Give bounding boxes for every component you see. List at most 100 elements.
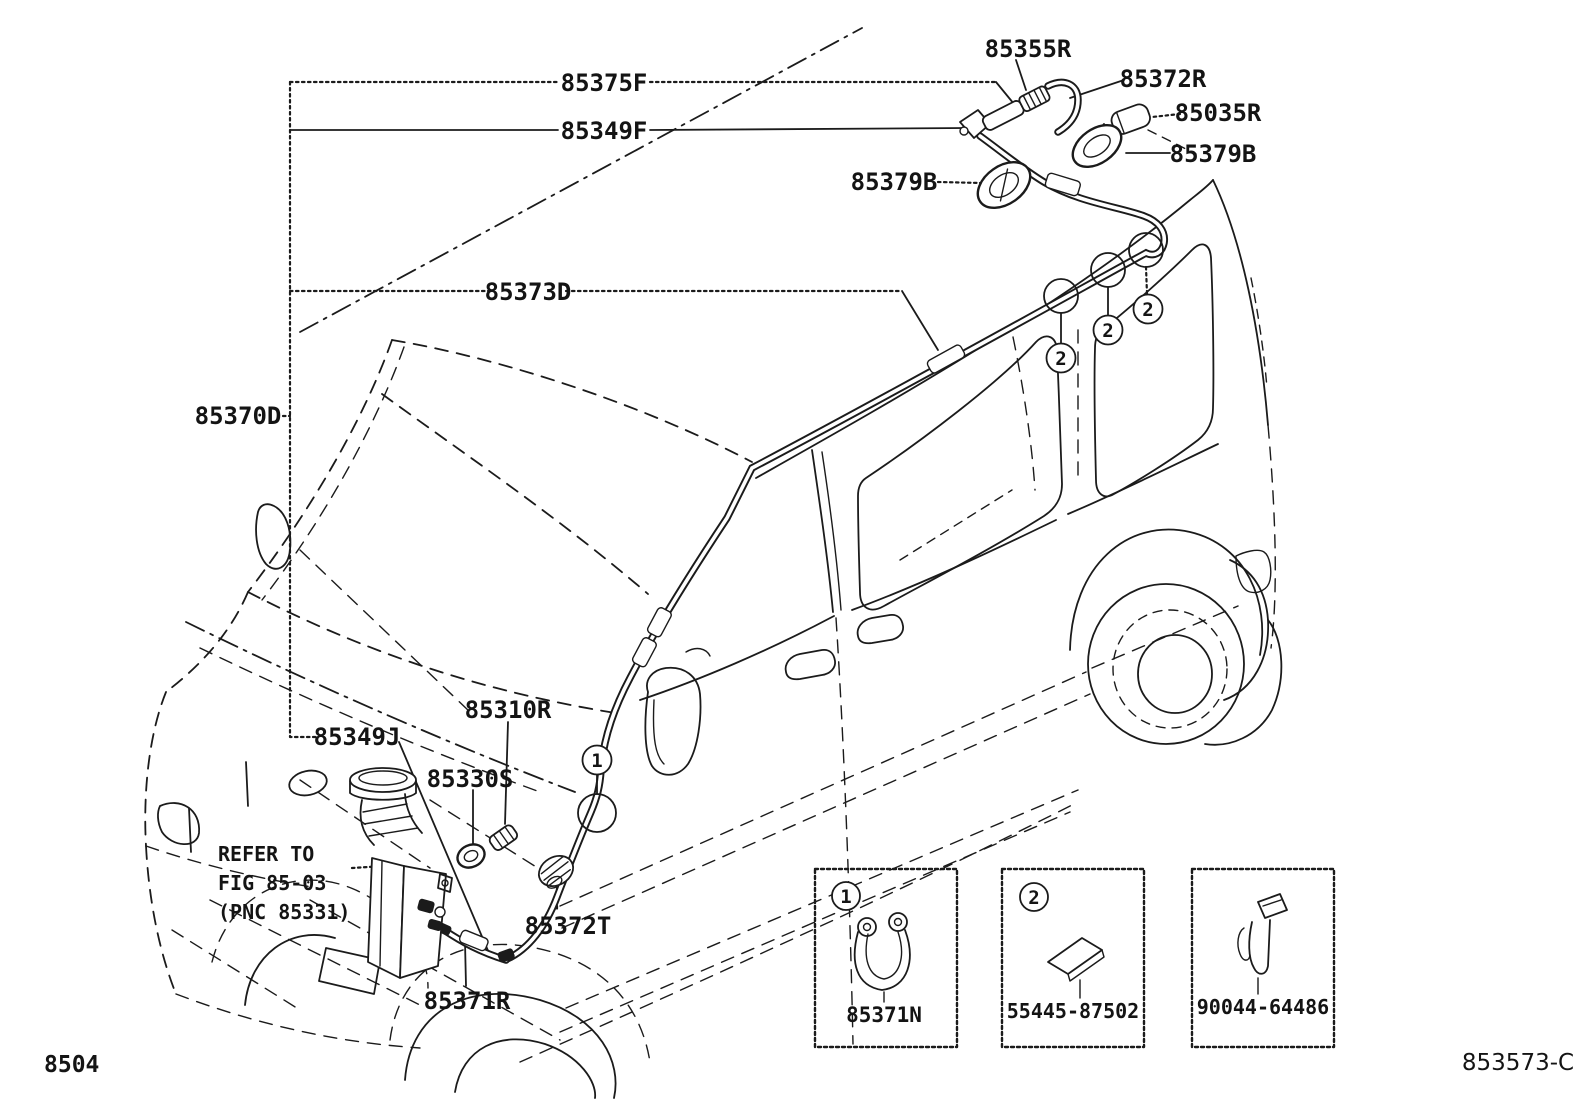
joint-85349F-port: [959, 126, 969, 136]
rear-bumper-corner: [1204, 619, 1283, 746]
bay-line-3: [309, 899, 561, 1041]
pad-art-55445: [1047, 937, 1105, 982]
label-85355R: 85355R: [985, 35, 1072, 63]
panel-gap-1: [245, 761, 249, 807]
pump-port: [434, 906, 446, 918]
sliding-window-glass-line: [899, 489, 1013, 561]
filler-neck-ribs: [362, 803, 419, 837]
bumper-crease: [145, 845, 319, 889]
far-roof-edge: [299, 27, 863, 333]
tank-side-face: [399, 865, 447, 979]
label-85310R: 85310R: [465, 696, 552, 724]
front-corner: [144, 691, 167, 847]
sleeve-pillar-1: [646, 607, 672, 638]
leader-85355R: [1015, 59, 1027, 91]
leader-85035R: [1150, 112, 1182, 119]
bracket-hole: [441, 879, 449, 887]
near-mirror: [644, 666, 702, 776]
front-liner-arch: [389, 943, 651, 1063]
sleeve-roof: [926, 344, 966, 374]
label-85330S: 85330S: [427, 765, 514, 793]
grille-emblem: [288, 769, 328, 797]
legend-1-callout-number: 1: [840, 886, 851, 908]
wiper-sweep-line: [299, 549, 471, 713]
rear-washer-hose-inner: [505, 134, 1167, 961]
near-mirror-face: [652, 699, 665, 765]
legend-2-part-number: 55445-87502: [1007, 999, 1139, 1023]
legend-box-55445: 2 55445-87502: [1000, 867, 1146, 1049]
label-85379B-left: 85379B: [851, 168, 938, 196]
bumper-lower: [175, 993, 421, 1049]
near-roofline: [755, 179, 1214, 479]
label-85375F: 85375F: [561, 69, 648, 97]
legend: 1 85371N 2 55445-87502: [813, 867, 1336, 1049]
pump-clip-2: [427, 919, 443, 931]
legend-box-85371N: 1 85371N: [813, 867, 959, 1049]
label-85370D: 85370D: [195, 402, 282, 430]
license-plate: [318, 947, 381, 995]
fuel-lid: [1235, 549, 1272, 594]
sleeve-assembly: [1044, 172, 1082, 197]
leader-85349F-right: [649, 127, 969, 131]
note-line-3: (PNC 85331): [218, 900, 350, 924]
callout-markers: 1 2 2 2: [577, 232, 1164, 833]
rear-pillar-inner: [1250, 277, 1268, 389]
front-tire-inner: [454, 1038, 596, 1099]
hose-85372R-inner: [1046, 80, 1080, 134]
sleeve-pillar-2: [631, 637, 657, 668]
drawing-code: 853573-C: [1462, 1050, 1574, 1076]
grommet-85379B-right: [1071, 123, 1123, 169]
filler-cap: [349, 767, 417, 793]
callout-1-number: 1: [591, 750, 602, 772]
legend-box-2-border: [1000, 867, 1146, 1049]
callout-2a-number: 2: [1055, 348, 1066, 370]
note-line-2: FIG 85-03: [218, 871, 326, 895]
check-valve-85035R: [1110, 103, 1151, 135]
leader-85371R: [464, 941, 467, 987]
front-tire-arc: [244, 934, 336, 1006]
figure-number: 8504: [44, 1052, 99, 1078]
sliding-door-window: [857, 335, 1063, 611]
clip-art-90044: [1237, 893, 1288, 975]
windshield-glass-edge: [381, 393, 649, 595]
leader-85375F-tip: [995, 81, 1015, 105]
grommet-85372T: [538, 855, 574, 889]
callout-1-bubble: [581, 744, 613, 776]
callout-2a-bubble: [1045, 342, 1077, 374]
sleeve-85371R: [458, 929, 489, 952]
tank-rib: [379, 860, 383, 967]
leader-85379B-left: [936, 180, 984, 185]
label-85349J: 85349J: [314, 723, 401, 751]
legend-1-callout-circle: [831, 881, 861, 911]
legend-1-part-number: 85371N: [846, 1003, 922, 1027]
front-tire-outer: [404, 993, 617, 1099]
belt-line-rear: [1067, 443, 1219, 515]
front-door-gap: [835, 617, 854, 1045]
label-85035R: 85035R: [1175, 99, 1262, 127]
joint-85349J-fitting: [497, 948, 515, 963]
hood-edge-inner: [199, 647, 541, 793]
apron-line-1: [209, 899, 421, 1006]
hose-segment: [981, 100, 1025, 131]
apron-line-2: [171, 929, 301, 1011]
footer: 8504 853573-C: [44, 1050, 1574, 1078]
washer-reservoir: [349, 767, 574, 979]
rocker-line-2: [565, 789, 1079, 1009]
hood-edge: [185, 621, 576, 793]
callout-2c-bubble: [1132, 293, 1164, 325]
belt-line-front: [639, 615, 835, 701]
windshield-top-edge: [391, 339, 753, 463]
hose-85372R-outer: [1044, 78, 1082, 136]
body-bottom: [519, 801, 1079, 1063]
tank-bracket: [437, 873, 453, 893]
filler-neck-right: [404, 793, 423, 834]
rear-nozzle-assembly: [959, 85, 1151, 209]
front-door-handle: [784, 648, 836, 681]
leader-85373D-tip: [901, 290, 939, 351]
label-85373D: 85373D: [485, 278, 572, 306]
callout-2c-number: 2: [1142, 299, 1153, 321]
callout-2b-bubble: [1092, 314, 1124, 346]
legend-box-90044: 90044-64486: [1190, 867, 1336, 1049]
label-85371R: 85371R: [424, 987, 511, 1015]
